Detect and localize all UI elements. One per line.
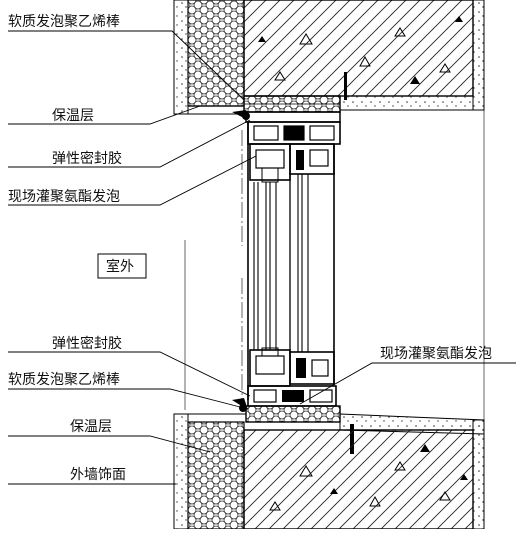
label-top-sealant: 弹性密封胶 xyxy=(52,150,122,167)
top-wall xyxy=(173,0,485,115)
leader-lines xyxy=(8,30,516,485)
top-joint xyxy=(232,95,341,123)
exterior-box xyxy=(97,253,147,279)
label-wall-finish: 外墙饰面 xyxy=(70,467,126,483)
label-top-pu-foam: 现场灌聚氨酯发泡 xyxy=(8,189,120,205)
label-bottom-pe-rod: 软质发泡聚乙烯棒 xyxy=(8,372,120,388)
label-bottom-insulation: 保温层 xyxy=(70,419,112,435)
labels: 软质发泡聚乙烯棒 保温层 弹性密封胶 现场灌聚氨酯发泡 室外 弹性密封胶 软质发… xyxy=(8,14,492,483)
bottom-wall xyxy=(173,398,485,530)
label-bottom-sealant: 弹性密封胶 xyxy=(52,335,122,352)
label-top-pe-rod: 软质发泡聚乙烯棒 xyxy=(8,14,120,30)
window-frame xyxy=(247,121,341,407)
label-bottom-pu-foam: 现场灌聚氨酯发泡 xyxy=(380,346,492,362)
label-top-insulation: 保温层 xyxy=(52,108,94,124)
label-exterior: 室外 xyxy=(106,258,134,275)
